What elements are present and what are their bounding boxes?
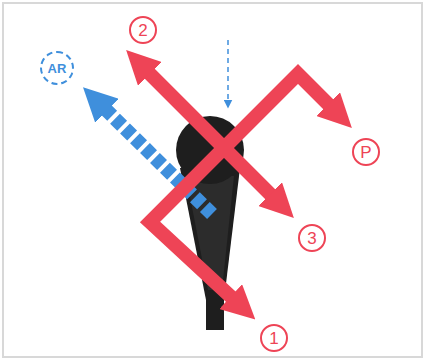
frame <box>3 3 422 357</box>
press-arrow <box>227 40 229 104</box>
callout-number: AR <box>48 62 67 75</box>
callout-number: 3 <box>307 230 316 247</box>
callout-circle: 1 <box>260 324 288 352</box>
callout-number: 1 <box>269 330 278 347</box>
shift-arrow <box>138 62 282 206</box>
callout-circle: P <box>352 138 380 166</box>
shift-arrow <box>150 74 340 308</box>
callout-circle: AR <box>40 51 74 85</box>
callout-circle: 3 <box>298 224 326 252</box>
callout-number: 2 <box>138 22 147 39</box>
callout-circle: 2 <box>129 16 157 44</box>
callout-number: P <box>360 144 371 161</box>
